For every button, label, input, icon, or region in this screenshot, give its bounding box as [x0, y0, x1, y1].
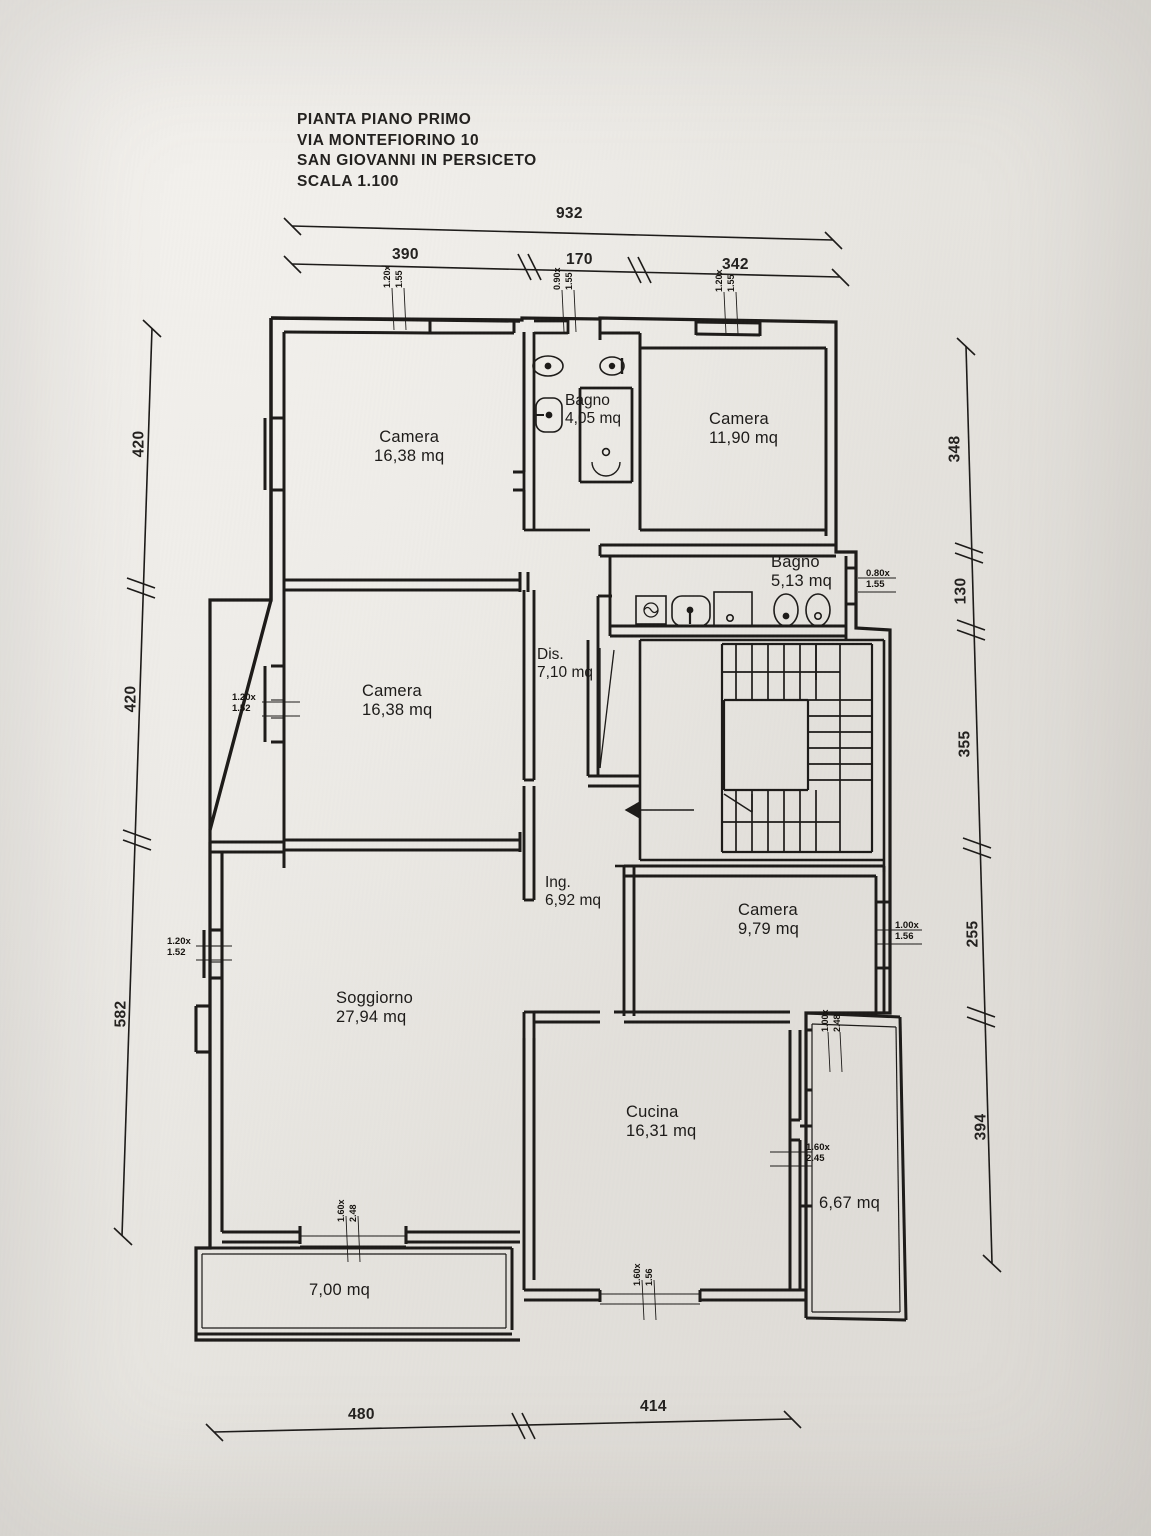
room-name: Dis.	[537, 646, 564, 663]
room-label-ing: Ing. 6,92 mq	[545, 874, 601, 910]
dim-bottom-seg-1: 480	[348, 1406, 375, 1423]
opening-leaders	[196, 287, 922, 1321]
room-label-dis: Dis. 7,10 mq	[537, 646, 593, 682]
room-area: 16,38 mq	[362, 701, 433, 719]
opening-label-top-w3-height: 1.55	[726, 274, 736, 292]
room-name: Bagno	[771, 553, 820, 571]
room-area: 9,79 mq	[738, 920, 800, 938]
opening-label-top-w1-width: 1.20x	[382, 265, 392, 288]
dim-top-overall: 932	[556, 205, 583, 222]
dim-right-seg-3: 355	[956, 730, 974, 758]
title-line-city: SAN GIOVANNI IN PERSICETO	[297, 152, 537, 169]
room-label-bagno-1: Bagno 4,05 mq	[565, 392, 621, 428]
camera-11-90-walls	[598, 319, 838, 552]
ingresso-walls	[522, 786, 600, 1038]
dim-left-seg-2: 420	[122, 685, 140, 713]
room-name: Camera	[379, 428, 440, 446]
opening-label-top-w2-width: 0.90x	[552, 267, 562, 290]
opening-label-right-d1-height: 2.48	[832, 1014, 842, 1032]
balcony-6-67-walls	[800, 1011, 908, 1322]
room-area: 27,94 mq	[336, 1008, 407, 1026]
dim-bottom-seg-2: 414	[640, 1398, 667, 1415]
height-value: 1.52	[232, 702, 251, 714]
dim-left-seg-1: 420	[130, 430, 148, 458]
room-area: 4,05 mq	[565, 410, 622, 427]
width-value: 1.20x	[167, 936, 191, 947]
opening-label-left-w1: 1.20x 1.52	[232, 692, 256, 714]
dim-top-seg-2: 170	[566, 251, 593, 268]
staircase	[638, 638, 886, 872]
opening-label-right-w1: 0.80x 1.55	[866, 568, 890, 590]
title-line-scale: SCALA 1.100	[297, 172, 399, 190]
room-label-soggiorno: Soggiorno 27,94 mq	[336, 989, 413, 1027]
dimension-lines	[113, 217, 1002, 1442]
room-name: Bagno	[565, 392, 610, 409]
room-area: 7,10 mq	[537, 664, 594, 681]
room-label-camera-2: Camera 11,90 mq	[709, 410, 778, 448]
room-name: Camera	[738, 901, 798, 919]
dim-right-seg-4: 255	[964, 920, 982, 948]
dim-left-seg-3: 582	[112, 1000, 130, 1028]
height-value: 1.56	[895, 930, 914, 942]
height-value: 2.45	[806, 1152, 825, 1164]
room-name: Camera	[709, 410, 769, 428]
dim-right-seg-2: 130	[952, 577, 970, 605]
balcony-7-00-walls	[194, 1246, 514, 1340]
dim-right-seg-1: 348	[946, 435, 964, 463]
room-label-bagno-2: Bagno 5,13 mq	[771, 553, 832, 591]
opening-label-bottom-d1-width: 1.60x	[336, 1199, 346, 1222]
title-line-address: VIA MONTEFIORINO 10	[297, 131, 480, 149]
width-value: 1.60x	[806, 1142, 830, 1153]
door-jambs	[615, 864, 890, 1015]
dim-top-seg-1: 390	[392, 246, 419, 263]
opening-label-left-w2: 1.20x 1.52	[167, 936, 191, 958]
bagno-small-walls	[522, 319, 634, 532]
disimpegno-walls	[522, 590, 640, 788]
width-value: 1.20x	[232, 692, 256, 703]
title-block: PIANTA PIANO PRIMO VIA MONTEFIORINO 10 S…	[297, 110, 537, 192]
opening-label-top-w3-width: 1.20x	[714, 269, 724, 292]
room-name: Camera	[362, 682, 422, 700]
room-area: 11,90 mq	[709, 429, 779, 447]
width-value: 0.80x	[866, 568, 890, 579]
opening-label-right-d2: 1.60x 2.45	[806, 1142, 830, 1164]
room-name: Ing.	[545, 874, 571, 891]
opening-label-right-d1-width: 1.00x	[820, 1009, 830, 1032]
room-area: 6,92 mq	[545, 892, 602, 909]
height-value: 1.52	[167, 946, 186, 958]
room-label-camera-3: Camera 16,38 mq	[362, 682, 432, 720]
room-name: Soggiorno	[336, 989, 414, 1007]
room-label-camera-4: Camera 9,79 mq	[738, 901, 799, 939]
opening-label-top-w2-height: 1.55	[564, 272, 574, 290]
room-label-camera-1: Camera 16,38 mq	[374, 428, 444, 466]
balcony-area-right: 6,67 mq	[819, 1194, 881, 1212]
exterior-walls	[208, 316, 521, 831]
wall-lines	[263, 320, 530, 868]
entry-direction-arrow	[624, 800, 694, 820]
cucina-walls	[522, 1010, 806, 1305]
dim-right-seg-5: 394	[972, 1113, 990, 1141]
opening-label-bottom-d1-height: 2.48	[348, 1204, 358, 1222]
height-value: 1.55	[866, 578, 885, 590]
sanitary-fixtures	[532, 355, 831, 627]
camera-16-38-lower-walls	[263, 590, 522, 852]
room-area: 5,13 mq	[771, 572, 833, 590]
room-area: 16,31 mq	[626, 1122, 697, 1140]
room-area: 16,38 mq	[374, 447, 445, 465]
room-label-cucina: Cucina 16,31 mq	[626, 1103, 696, 1141]
balcony-area-bottom: 7,00 mq	[309, 1281, 371, 1299]
opening-label-bottom-w1-height: 1.56	[644, 1268, 654, 1286]
room-name: Cucina	[626, 1103, 679, 1121]
opening-label-top-w1-height: 1.55	[394, 270, 404, 288]
opening-label-bottom-w1-width: 1.60x	[632, 1263, 642, 1286]
dim-top-seg-3: 342	[722, 256, 749, 273]
width-value: 1.00x	[895, 920, 919, 931]
building-outline-outer	[194, 316, 892, 1342]
camera-9-79-walls	[622, 864, 892, 1016]
title-line-plan: PIANTA PIANO PRIMO	[297, 111, 472, 128]
soggiorno-walls	[194, 840, 520, 1248]
opening-label-right-w2: 1.00x 1.56	[895, 920, 919, 942]
